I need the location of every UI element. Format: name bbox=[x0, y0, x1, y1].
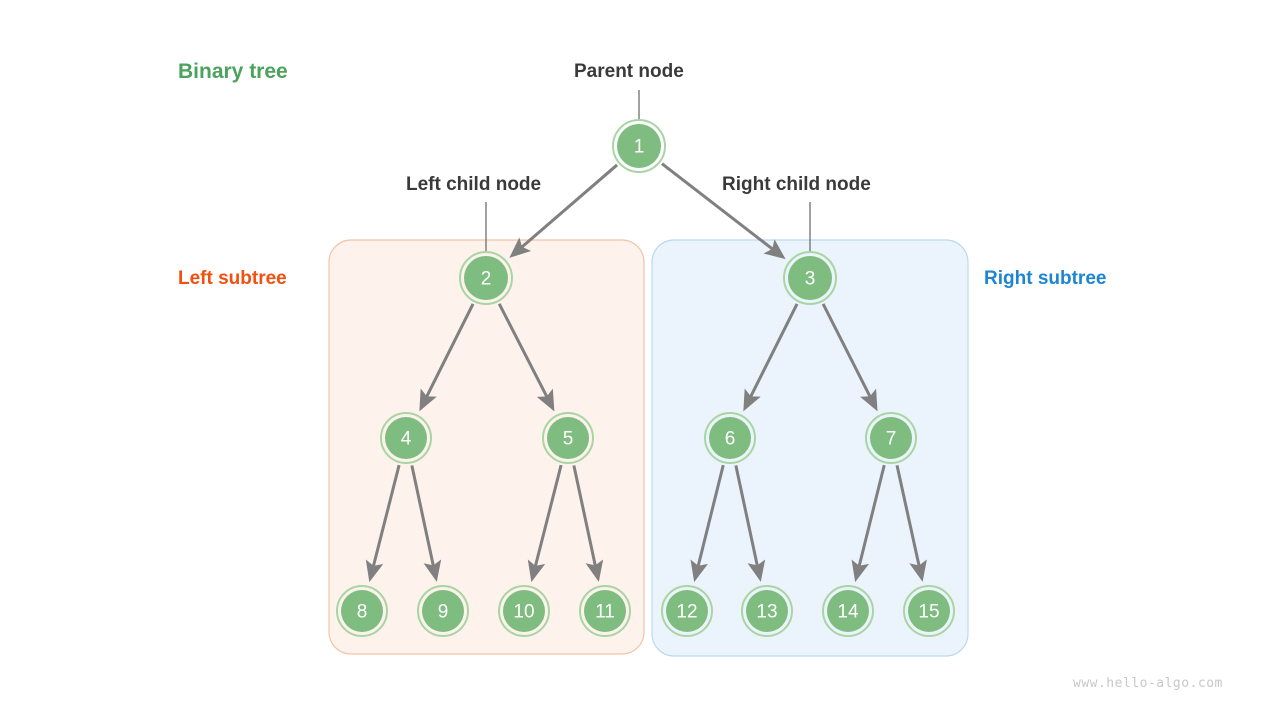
node-value: 1 bbox=[634, 137, 645, 158]
tree-node-5[interactable]: 5 bbox=[542, 412, 594, 464]
right-subtree-label: Right subtree bbox=[984, 268, 1107, 289]
tree-edge-3-to-7 bbox=[821, 303, 878, 412]
tree-edge-4-to-9 bbox=[410, 465, 442, 582]
right-child-node-callout: Right child node bbox=[722, 174, 871, 195]
parent-node-callout: Parent node bbox=[574, 61, 684, 82]
tree-node-9[interactable]: 9 bbox=[417, 585, 469, 637]
node-ring bbox=[612, 119, 666, 173]
subtree-boxes bbox=[328, 239, 969, 657]
node-ring bbox=[579, 585, 631, 637]
diagram-title: Binary tree bbox=[178, 60, 288, 83]
tree-edge-5-to-11 bbox=[572, 465, 604, 582]
node-value: 3 bbox=[805, 269, 816, 290]
tree-node-8[interactable]: 8 bbox=[336, 585, 388, 637]
node-disc bbox=[827, 590, 869, 632]
tree-node-6[interactable]: 6 bbox=[704, 412, 756, 464]
tree-node-15[interactable]: 15 bbox=[903, 585, 955, 637]
node-value: 14 bbox=[837, 602, 859, 623]
tree-node-14[interactable]: 14 bbox=[822, 585, 874, 637]
node-ring bbox=[380, 412, 432, 464]
node-ring bbox=[542, 412, 594, 464]
tree-edge-2-to-4 bbox=[419, 303, 475, 412]
node-value: 7 bbox=[886, 429, 897, 450]
watermark: www.hello-algo.com bbox=[1073, 676, 1223, 691]
tree-node-10[interactable]: 10 bbox=[498, 585, 550, 637]
node-value: 13 bbox=[756, 602, 777, 623]
node-value: 10 bbox=[513, 602, 534, 623]
node-ring bbox=[704, 412, 756, 464]
tree-edges bbox=[365, 162, 927, 583]
tree-node-2[interactable]: 2 bbox=[459, 251, 513, 305]
node-disc bbox=[503, 590, 545, 632]
tree-edge-5-to-10 bbox=[527, 464, 563, 583]
node-value: 15 bbox=[918, 602, 939, 623]
tree-edge-1-to-3 bbox=[661, 162, 786, 260]
node-ring bbox=[783, 251, 837, 305]
callout-leader-lines bbox=[485, 90, 811, 252]
node-ring bbox=[865, 412, 917, 464]
node-disc bbox=[341, 590, 383, 632]
node-value: 4 bbox=[401, 429, 412, 450]
tree-node-13[interactable]: 13 bbox=[741, 585, 793, 637]
node-ring bbox=[336, 585, 388, 637]
node-ring bbox=[459, 251, 513, 305]
tree-edge-2-to-5 bbox=[497, 303, 555, 412]
node-disc bbox=[464, 256, 508, 300]
node-ring bbox=[822, 585, 874, 637]
node-value: 9 bbox=[438, 602, 449, 623]
node-ring bbox=[498, 585, 550, 637]
node-value: 8 bbox=[357, 602, 368, 623]
tree-edge-6-to-13 bbox=[734, 465, 766, 582]
node-ring bbox=[417, 585, 469, 637]
node-disc bbox=[547, 417, 589, 459]
node-disc bbox=[385, 417, 427, 459]
left-subtree-label: Left subtree bbox=[178, 268, 287, 289]
node-ring bbox=[661, 585, 713, 637]
tree-edge-7-to-14 bbox=[851, 464, 886, 583]
node-ring bbox=[903, 585, 955, 637]
node-value: 5 bbox=[563, 429, 574, 450]
node-ring bbox=[741, 585, 793, 637]
node-value: 12 bbox=[676, 602, 697, 623]
tree-node-7[interactable]: 7 bbox=[865, 412, 917, 464]
node-disc bbox=[584, 590, 626, 632]
node-disc bbox=[709, 417, 751, 459]
node-disc bbox=[617, 124, 661, 168]
node-disc bbox=[908, 590, 950, 632]
tree-edge-1-to-2 bbox=[509, 163, 619, 258]
tree-node-1[interactable]: 1 bbox=[612, 119, 666, 173]
tree-edge-6-to-12 bbox=[690, 464, 725, 583]
node-disc bbox=[422, 590, 464, 632]
tree-node-4[interactable]: 4 bbox=[380, 412, 432, 464]
tree-node-11[interactable]: 11 bbox=[579, 585, 631, 637]
left-child-node-callout: Left child node bbox=[406, 174, 542, 195]
node-disc bbox=[788, 256, 832, 300]
tree-edge-4-to-8 bbox=[365, 464, 401, 583]
tree-edge-3-to-6 bbox=[743, 303, 799, 412]
node-disc bbox=[746, 590, 788, 632]
node-value: 2 bbox=[481, 269, 492, 290]
tree-node-12[interactable]: 12 bbox=[661, 585, 713, 637]
node-disc bbox=[870, 417, 912, 459]
node-value: 6 bbox=[725, 429, 736, 450]
tree-node-3[interactable]: 3 bbox=[783, 251, 837, 305]
tree-edge-7-to-15 bbox=[895, 465, 927, 582]
node-value: 11 bbox=[595, 602, 615, 623]
node-disc bbox=[666, 590, 708, 632]
